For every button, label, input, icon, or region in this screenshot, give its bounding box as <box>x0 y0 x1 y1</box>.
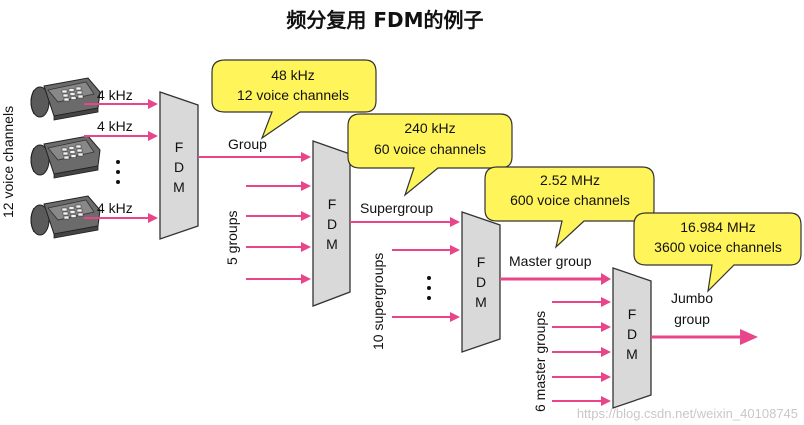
master-group-label: Master group <box>509 253 592 269</box>
ellipsis-dot <box>427 286 431 290</box>
diagram-title: 频分复用 FDM的例子 <box>286 8 483 32</box>
group-arrowhead <box>301 152 311 162</box>
group-input-arrowhead <box>301 242 311 252</box>
groups-input-label: 5 groups <box>224 211 240 265</box>
supergroup-input-arrowhead <box>450 245 460 255</box>
master-input-arrowhead <box>601 396 611 406</box>
callout-channels: 60 voice channels <box>374 141 486 157</box>
callout-bandwidth: 16.984 MHz <box>680 219 755 235</box>
ellipsis-dot <box>116 160 120 164</box>
group-input-arrowhead <box>301 211 311 221</box>
callout-bandwidth: 240 kHz <box>404 120 455 136</box>
ellipsis-dot <box>427 296 431 300</box>
master-groups-input-label: 6 master groups <box>532 311 548 412</box>
fdm-multiplexer-1 <box>159 91 199 240</box>
fdm-letter: D <box>174 159 184 175</box>
jumbo-group-label: group <box>674 311 710 327</box>
channel-arrowhead <box>148 213 158 223</box>
master-input-arrowhead <box>601 297 611 307</box>
fdm-letter: M <box>626 346 638 362</box>
jumbo-group-label: Jumbo <box>671 290 713 306</box>
channel-label: 4 kHz <box>97 118 133 134</box>
fdm-letter: F <box>477 254 486 270</box>
callout-channels: 600 voice channels <box>510 192 630 208</box>
callout-bubble-2 <box>347 113 513 197</box>
supergroups-input-label: 10 supergroups <box>370 253 386 350</box>
ellipsis-dot <box>116 180 120 184</box>
fdm-letter: F <box>175 139 184 155</box>
callout-bubble-1 <box>211 59 377 140</box>
jumbo-group-arrowhead <box>740 329 758 345</box>
voice-channels-side-label: 12 voice channels <box>0 106 16 218</box>
group-label: Group <box>228 136 267 152</box>
fdm-letter: D <box>327 216 337 232</box>
telephone-icon <box>30 135 101 179</box>
master-input-arrowhead <box>601 322 611 332</box>
fdm-multiplexer-2 <box>312 140 351 307</box>
watermark: https://blog.csdn.net/weixin_40108745 <box>577 406 798 421</box>
group-input-arrowhead <box>301 274 311 284</box>
channel-label: 4 kHz <box>97 87 133 103</box>
master-input-arrowhead <box>601 372 611 382</box>
fdm-letter: M <box>173 179 185 195</box>
callout-bandwidth: 48 kHz <box>271 67 315 83</box>
ellipsis-dot <box>116 170 120 174</box>
fdm-multiplexer-4 <box>612 267 652 409</box>
fdm-letter: F <box>328 196 337 212</box>
channel-arrowhead <box>148 131 158 141</box>
fdm-letter: D <box>627 326 637 342</box>
fdm-letter: D <box>476 274 486 290</box>
fdm-letter: F <box>628 306 637 322</box>
channel-label: 4 kHz <box>97 200 133 216</box>
fdm-multiplexer-3 <box>461 211 501 353</box>
fdm-letter: M <box>475 294 487 310</box>
master-group-arrowhead <box>601 273 611 285</box>
callout-channels: 12 voice channels <box>237 87 349 103</box>
callout-channels: 3600 voice channels <box>654 239 782 255</box>
fdm-letter: M <box>326 236 338 252</box>
supergroup-input-arrowhead <box>450 312 460 322</box>
supergroup-arrowhead <box>450 217 460 227</box>
master-input-arrowhead <box>601 347 611 357</box>
channel-arrowhead <box>148 99 158 109</box>
supergroup-label: Supergroup <box>360 200 433 216</box>
callout-bubble-3 <box>484 166 655 249</box>
group-input-arrowhead <box>301 181 311 191</box>
ellipsis-dot <box>427 276 431 280</box>
callout-bandwidth: 2.52 MHz <box>540 172 600 188</box>
callout-bubble-4 <box>633 212 802 293</box>
telephone-icon <box>30 77 101 121</box>
